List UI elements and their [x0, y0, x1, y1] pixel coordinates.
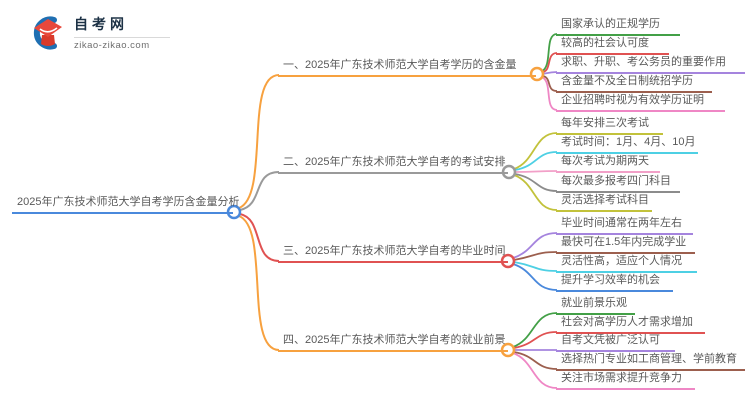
site-name: 自考网 — [74, 16, 128, 32]
leaf-node[interactable]: 较高的社会认可度 — [556, 36, 669, 55]
branch4-topic[interactable]: 四、2025年广东技术师范大学自考的就业前景 — [278, 333, 509, 352]
leaf-node[interactable]: 含金量不及全日制统招学历 — [556, 74, 712, 93]
leaf-node[interactable]: 求职、升职、考公务员的重要作用 — [556, 55, 745, 74]
leaf-node[interactable]: 国家承认的正规学历 — [556, 17, 680, 36]
leaf-node[interactable]: 最快可在1.5年内完成学业 — [556, 235, 695, 254]
branch3-leaf-connectors — [512, 232, 558, 291]
branch1-leaf-connectors — [541, 33, 558, 111]
leaf-node[interactable]: 就业前景乐观 — [556, 296, 635, 315]
leaf-node[interactable]: 自考文凭被广泛认可 — [556, 333, 675, 352]
site-logo-text: 自考网 zikao-zikao.com — [74, 14, 170, 51]
leaf-node[interactable]: 每次最多报考四门科目 — [556, 174, 680, 193]
leaf-node[interactable]: 企业招聘时视为有效学历证明 — [556, 93, 725, 112]
leaf-node[interactable]: 灵活性高，适应个人情况 — [556, 254, 697, 273]
leaf-node[interactable]: 灵活选择考试科目 — [556, 193, 652, 212]
branch2-topic[interactable]: 二、2025年广东技术师范大学自考的考试安排 — [278, 155, 509, 174]
site-logo[interactable]: 自考网 zikao-zikao.com — [28, 14, 170, 51]
leaf-node[interactable]: 考试时间：1月、4月、10月 — [556, 135, 699, 154]
branch-connectors — [238, 74, 280, 351]
leaf-node[interactable]: 每年安排三次考试 — [556, 116, 663, 135]
logo-divider — [74, 37, 170, 38]
graduation-cap-icon — [33, 16, 62, 49]
leaf-node[interactable]: 毕业时间通常在两年左右 — [556, 216, 693, 235]
leaf-node[interactable]: 关注市场需求提升竞争力 — [556, 371, 695, 390]
branch4-leaf-connectors — [512, 312, 558, 389]
leaf-node[interactable]: 每次考试为期两天 — [556, 154, 660, 173]
leaf-node[interactable]: 社会对高学历人才需求增加 — [556, 315, 705, 334]
branch3-topic[interactable]: 三、2025年广东技术师范大学自考的毕业时间 — [278, 244, 509, 263]
site-domain: zikao-zikao.com — [74, 40, 150, 51]
mindmap-root-node[interactable]: 2025年广东技术师范大学自考学历含金量分析 — [12, 195, 239, 214]
branch1-topic[interactable]: 一、2025年广东技术师范大学自考学历的含金量 — [278, 58, 536, 77]
leaf-node[interactable]: 选择热门专业如工商管理、学前教育 — [556, 352, 745, 371]
leaf-node[interactable]: 提升学习效率的机会 — [556, 273, 673, 292]
branch1-junction-dot — [529, 66, 545, 82]
branch2-leaf-connectors — [513, 132, 558, 211]
